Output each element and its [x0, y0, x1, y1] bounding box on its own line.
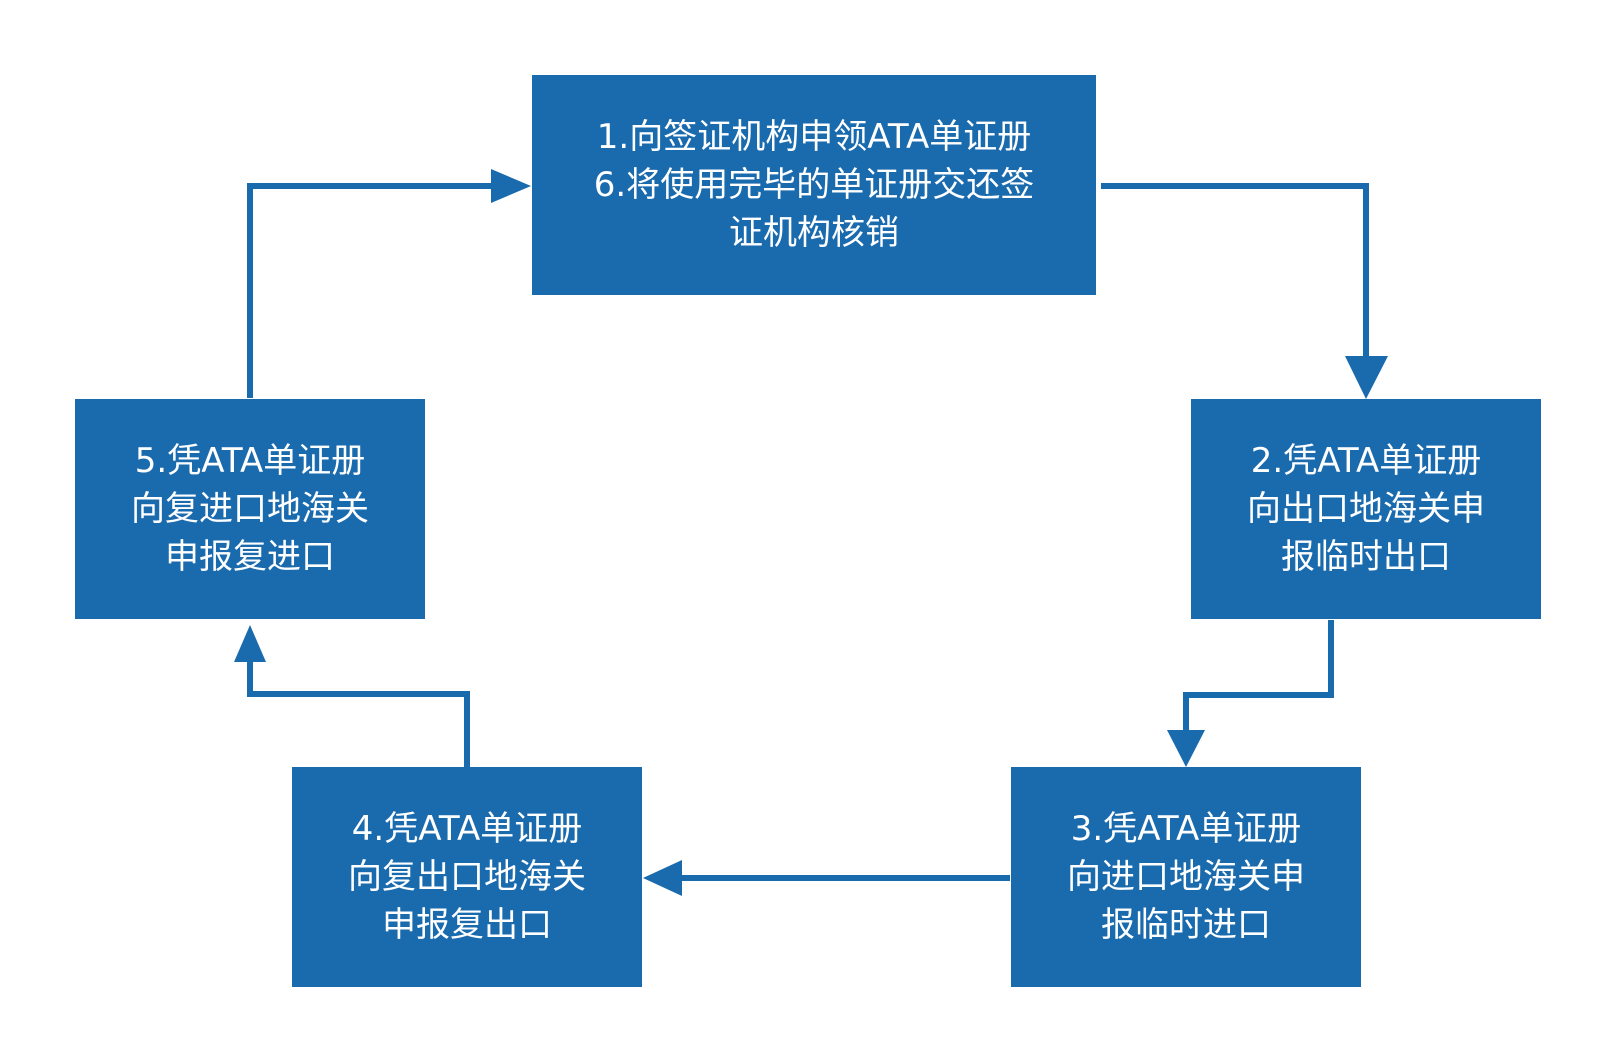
step-3-line-3: 报临时进口 [1101, 905, 1271, 945]
step-3-line-2: 向进口地海关申 [1067, 857, 1305, 897]
step-5-line-3: 申报复进口 [165, 537, 335, 577]
step-2-line-3: 报临时出口 [1281, 537, 1451, 577]
arrowhead-step5 [234, 625, 266, 662]
step-4-line-2: 向复出口地海关 [348, 857, 586, 897]
step-1-line-3: 证机构核销 [729, 213, 899, 253]
step-5-box: 5.凭ATA单证册 向复进口地海关 申报复进口 [75, 399, 425, 619]
step-1-line-2: 6.将使用完毕的单证册交还签 [593, 165, 1035, 205]
step-1-box: 1.向签证机构申领ATA单证册 6.将使用完毕的单证册交还签 证机构核销 [532, 75, 1096, 295]
arrowhead-step4 [643, 860, 682, 896]
step-2-line-1: 2.凭ATA单证册 [1250, 441, 1482, 481]
step-5-line-2: 向复进口地海关 [131, 489, 369, 529]
arrowhead-step1 [491, 169, 531, 203]
arrow-step1-to-step2 [1101, 183, 1369, 362]
arrowhead-step2 [1345, 356, 1388, 399]
step-3-box: 3.凭ATA单证册 向进口地海关申 报临时进口 [1011, 767, 1361, 987]
arrow-step5-to-step1 [247, 183, 495, 398]
step-1-line-1: 1.向签证机构申领ATA单证册 [596, 117, 1032, 157]
arrowhead-step3 [1167, 730, 1205, 767]
arrow-step4-to-step5 [247, 660, 470, 767]
step-3-line-1: 3.凭ATA单证册 [1070, 809, 1302, 849]
step-4-line-1: 4.凭ATA单证册 [351, 809, 583, 849]
step-2-box: 2.凭ATA单证册 向出口地海关申 报临时出口 [1191, 399, 1541, 619]
step-2-line-2: 向出口地海关申 [1247, 489, 1485, 529]
step-5-line-1: 5.凭ATA单证册 [134, 441, 366, 481]
step-4-line-3: 申报复出口 [382, 905, 552, 945]
arrow-step2-to-step3 [1183, 620, 1334, 735]
step-4-box: 4.凭ATA单证册 向复出口地海关 申报复出口 [292, 767, 642, 987]
